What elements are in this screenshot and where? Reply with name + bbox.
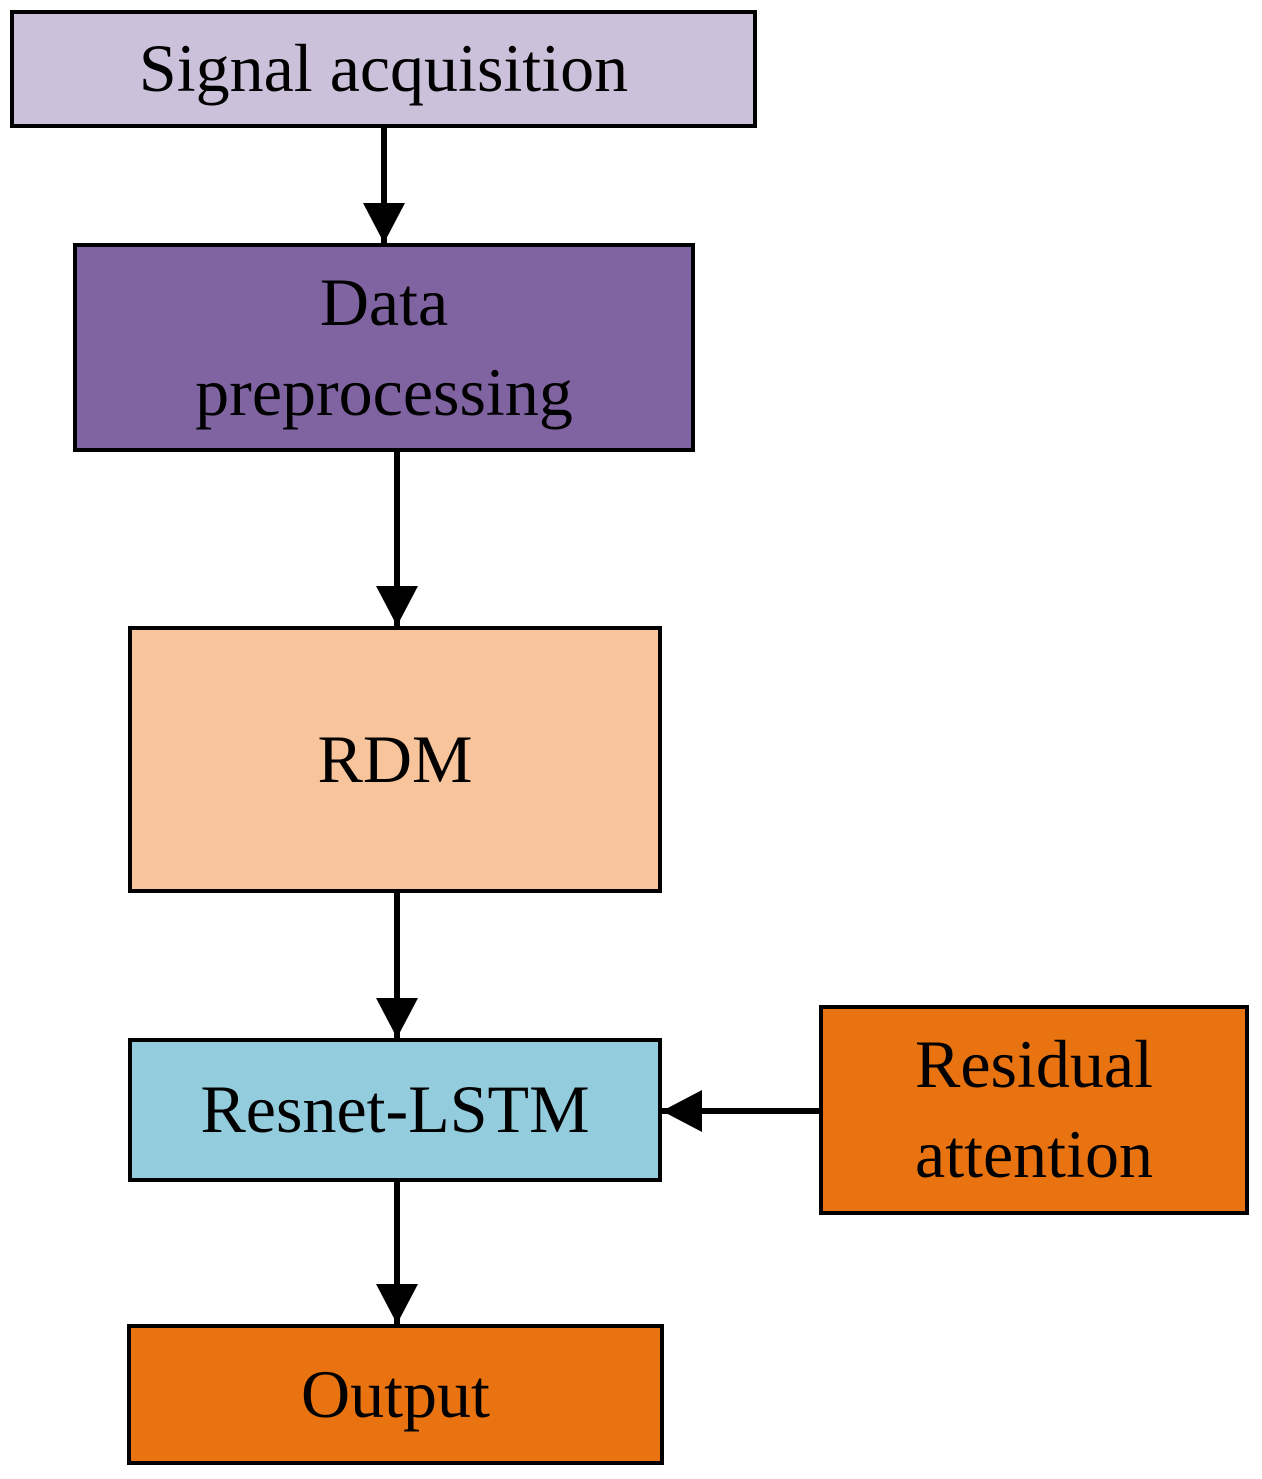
data-preprocessing-label-line2: preprocessing <box>195 353 573 430</box>
residual-attention-node: Residual attention <box>819 1005 1249 1215</box>
rdm-label: RDM <box>317 720 473 797</box>
resnet-lstm-node: Resnet-LSTM <box>128 1038 662 1182</box>
residual-attention-label-line2: attention <box>915 1116 1153 1192</box>
output-label: Output <box>301 1355 490 1432</box>
residual-attention-label-line1: Residual <box>915 1026 1153 1103</box>
output-node: Output <box>127 1324 664 1465</box>
data-preprocessing-node: Data preprocessing <box>73 243 695 452</box>
signal-acquisition-label: Signal acquisition <box>138 30 629 107</box>
data-preprocessing-label-line1: Data <box>319 263 449 340</box>
rdm-node: RDM <box>128 626 662 893</box>
signal-acquisition-node: Signal acquisition <box>10 10 757 128</box>
resnet-lstm-label: Resnet-LSTM <box>200 1071 590 1148</box>
